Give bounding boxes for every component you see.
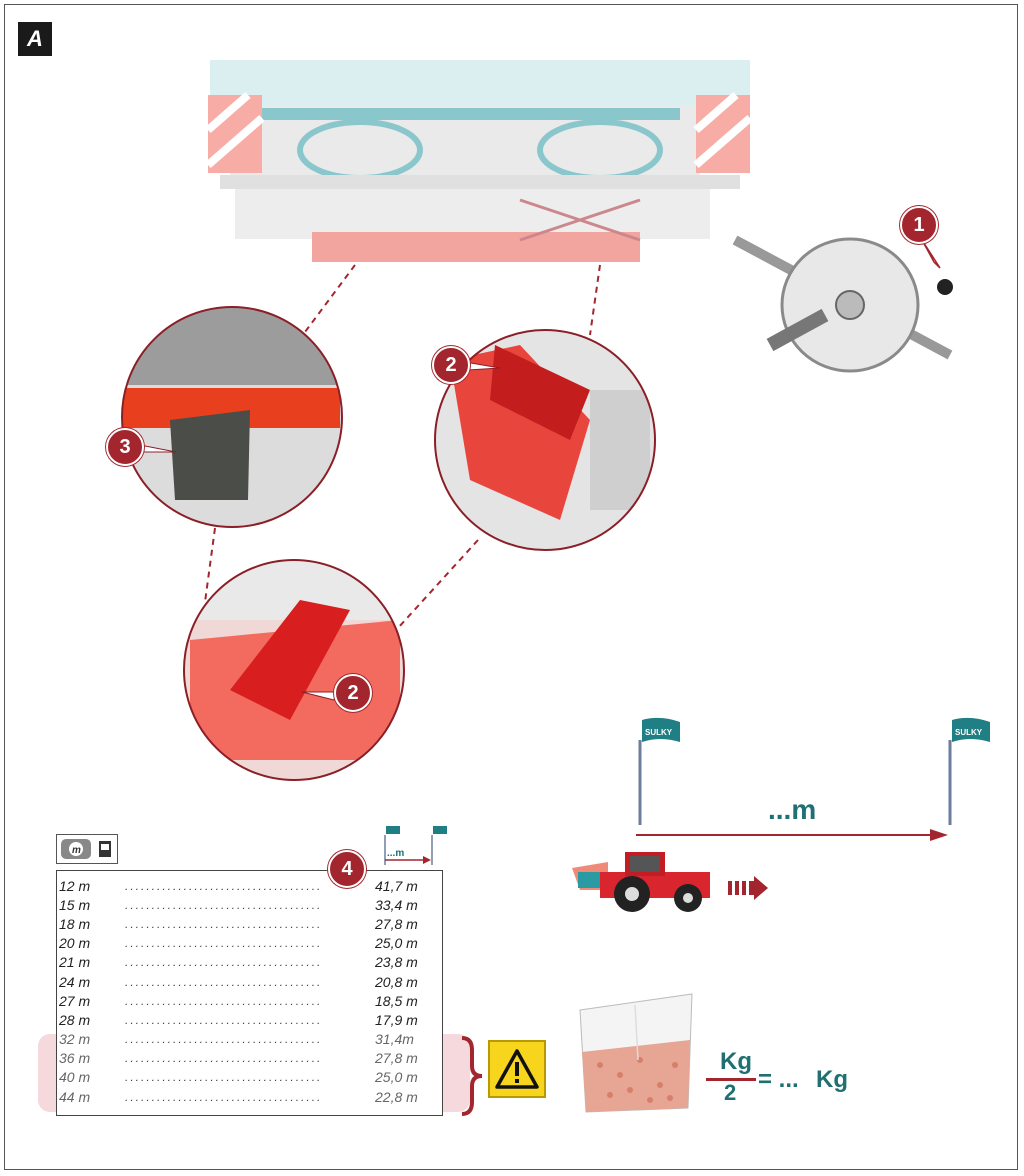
callout-pointers (139, 361, 501, 701)
formula-unit: Kg (816, 1066, 848, 1093)
table-row: 40 m....................................… (59, 1069, 418, 1086)
spreader-settings-icon: m (56, 834, 118, 864)
zoom-circle-3 (121, 306, 343, 528)
zoom-circle-2-upper (434, 329, 656, 551)
flag-brand-left: SULKY (645, 728, 673, 737)
callout-1: 1 (900, 206, 938, 244)
tractor-icon (572, 852, 768, 912)
small-flags (384, 826, 447, 865)
svg-text:m: m (72, 845, 81, 856)
spreader-rear-view (205, 60, 753, 262)
table-row: 24 m....................................… (59, 973, 418, 990)
distance-label: ...m (768, 794, 817, 825)
warning-triangle-icon (488, 1040, 546, 1098)
table-row: 44 m....................................… (59, 1088, 418, 1105)
table-row: 28 m....................................… (59, 1011, 418, 1028)
distance-flags: SULKY SULKY (636, 717, 990, 841)
brace-icon (461, 1036, 483, 1116)
callout-2-upper: 2 (432, 346, 470, 384)
table-row: 32 m....................................… (59, 1031, 414, 1048)
table-row: 27 m....................................… (59, 992, 418, 1009)
formula-bar (706, 1078, 756, 1081)
table-row: 21 m....................................… (59, 954, 418, 971)
small-distance-label: ...m (387, 848, 405, 859)
table-row: 18 m....................................… (59, 915, 418, 932)
table-rows: 12 m....................................… (59, 876, 439, 1106)
connector-lines (204, 264, 601, 629)
section-badge: A (18, 22, 52, 56)
table-row: 15 m....................................… (59, 896, 418, 913)
table-row: 36 m....................................… (59, 1050, 418, 1067)
formula-numerator: Kg (720, 1048, 752, 1075)
callout-3: 3 (106, 428, 144, 466)
formula-equals: = ... (758, 1066, 799, 1093)
table-row: 12 m....................................… (59, 877, 418, 894)
zoom-circle-2-lower (183, 559, 405, 781)
table-row: 20 m....................................… (59, 935, 418, 952)
callout-4: 4 (328, 850, 366, 888)
spreader-disc (732, 235, 953, 373)
spreading-width-table (56, 870, 443, 1116)
formula-denominator: 2 (724, 1080, 737, 1105)
fertilizer-hopper-icon (579, 993, 693, 1113)
flag-brand-right: SULKY (955, 728, 983, 737)
page-border (4, 4, 1018, 1170)
callout-2-lower: 2 (334, 674, 372, 712)
